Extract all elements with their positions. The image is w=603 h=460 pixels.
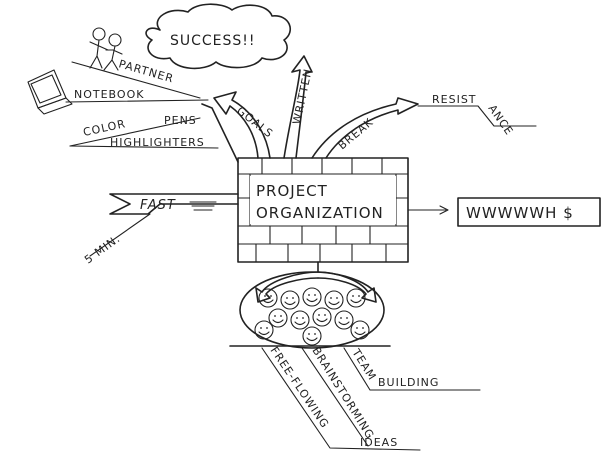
smiley-group bbox=[254, 287, 370, 346]
smiley-face-icon bbox=[258, 288, 278, 308]
break-label: BREAK bbox=[336, 115, 376, 152]
stick-figures-icon bbox=[89, 27, 123, 71]
brick-wall-icon: PROJECT ORGANIZATION bbox=[237, 157, 409, 263]
highlighters-label: HIGHLIGHTERS bbox=[110, 136, 205, 149]
ance-label: ANCE bbox=[486, 102, 516, 138]
five-min-label: 5 MIN. bbox=[82, 232, 123, 267]
team-label: TEAM bbox=[349, 346, 379, 383]
smiley-face-icon bbox=[334, 310, 354, 330]
team-building-branch: TEAM BUILDING bbox=[343, 346, 481, 391]
pens-branch: COLOR PENS HIGHLIGHTERS bbox=[69, 114, 219, 149]
smiley-faces-icon bbox=[239, 271, 385, 349]
building-label: BUILDING bbox=[378, 376, 439, 389]
smiley-face-icon bbox=[254, 320, 274, 340]
smiley-face-icon bbox=[346, 288, 366, 308]
fast-branch: FAST 5 MIN. bbox=[82, 193, 239, 267]
center-title-line1: PROJECT bbox=[256, 182, 328, 200]
left-connector bbox=[201, 103, 239, 163]
speed-lines-icon bbox=[189, 201, 217, 211]
smiley-face-icon bbox=[350, 320, 370, 340]
notebook-label: NOTEBOOK bbox=[74, 88, 144, 101]
resistance-branch: RESIST ANCE bbox=[417, 93, 537, 138]
ideas-label: IDEAS bbox=[360, 436, 398, 449]
goals-label: GOALS bbox=[234, 104, 276, 140]
wwwwwh-branch: WWWWWH $ bbox=[407, 197, 601, 227]
break-branch: BREAK bbox=[311, 97, 419, 159]
smiley-face-icon bbox=[302, 326, 322, 346]
goals-branch: GOALS bbox=[213, 91, 276, 159]
laptop-icon bbox=[27, 69, 73, 115]
center-title-line2: ORGANIZATION bbox=[256, 204, 384, 222]
smiley-face-icon bbox=[312, 307, 332, 327]
cloud-icon: SUCCESS!! bbox=[145, 3, 292, 70]
resist-label: RESIST bbox=[432, 93, 477, 106]
smiley-face-icon bbox=[280, 290, 300, 310]
fast-label: FAST bbox=[140, 198, 176, 213]
pens-label: PENS bbox=[164, 114, 197, 127]
team-connector bbox=[255, 261, 377, 303]
smiley-face-icon bbox=[324, 290, 344, 310]
wwwwwh-label: WWWWWH $ bbox=[466, 204, 574, 222]
cloud-success-text: SUCCESS!! bbox=[170, 33, 256, 49]
smiley-face-icon bbox=[290, 310, 310, 330]
smiley-face-icon bbox=[302, 287, 322, 307]
notebook-branch: NOTEBOOK bbox=[65, 88, 209, 103]
written-label: WRITTEN bbox=[290, 67, 315, 126]
written-branch: WRITTEN bbox=[283, 55, 315, 159]
smiley-face-icon bbox=[268, 308, 288, 328]
partner-label: PARTNER bbox=[117, 57, 175, 85]
